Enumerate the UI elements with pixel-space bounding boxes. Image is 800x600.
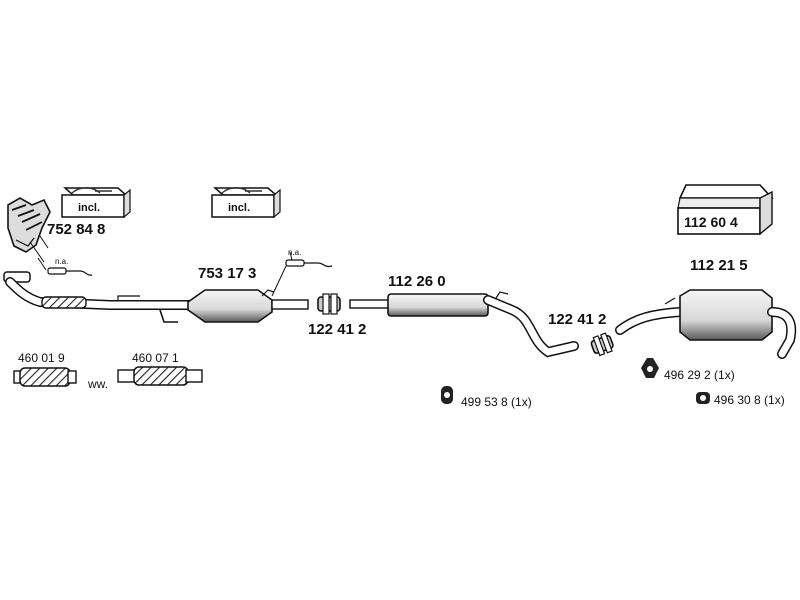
rear-muffler (615, 289, 797, 359)
rear-clamp-part-number: 122 41 2 (548, 311, 607, 328)
rear-clamp (590, 332, 614, 357)
incl-label-2: incl. (228, 202, 251, 214)
front-clamp (317, 293, 341, 315)
flex-pipe-2-part-number: 460 07 1 (132, 351, 179, 365)
flex-pipe-1-part-number: 460 01 9 (18, 351, 65, 365)
manifold-part-number: 752 84 8 (47, 221, 106, 238)
alternative-separator: ww. (88, 377, 109, 391)
middle-muffler-part-number: 112 26 0 (388, 273, 446, 290)
incl-label-1: incl. (78, 202, 101, 214)
middle-muffler (349, 291, 579, 358)
incl-box-2 (211, 187, 281, 219)
catalytic-converter (187, 289, 309, 323)
rubber-mount-2-part-number: 496 29 2 (1x) (664, 368, 735, 382)
rubber-mount-1-part-number: 499 53 8 (1x) (461, 395, 532, 409)
rubber-mount-2 (641, 358, 659, 378)
mount-kit-box (677, 184, 774, 236)
rubber-mount-1 (441, 386, 453, 404)
flex-pipe-2 (117, 366, 203, 386)
exhaust-manifold (3, 197, 51, 283)
oxygen-sensor-2 (271, 251, 333, 297)
front-clamp-part-number: 122 41 2 (308, 321, 367, 338)
rear-muffler-part-number: 112 21 5 (690, 257, 748, 274)
na-sensor-2-label: n.a. (288, 248, 302, 257)
flex-pipe-1 (13, 367, 77, 387)
incl-box-1 (61, 187, 131, 219)
oxygen-sensor-1 (37, 257, 93, 276)
rubber-mount-3-part-number: 496 30 8 (1x) (714, 393, 785, 407)
catalyst-part-number: 753 17 3 (198, 265, 257, 282)
front-pipe (5, 277, 195, 323)
rubber-mount-3 (696, 392, 710, 404)
na-sensor-1-label: n.a. (55, 257, 69, 266)
mount-kit-part-number: 112 60 4 (684, 214, 738, 230)
